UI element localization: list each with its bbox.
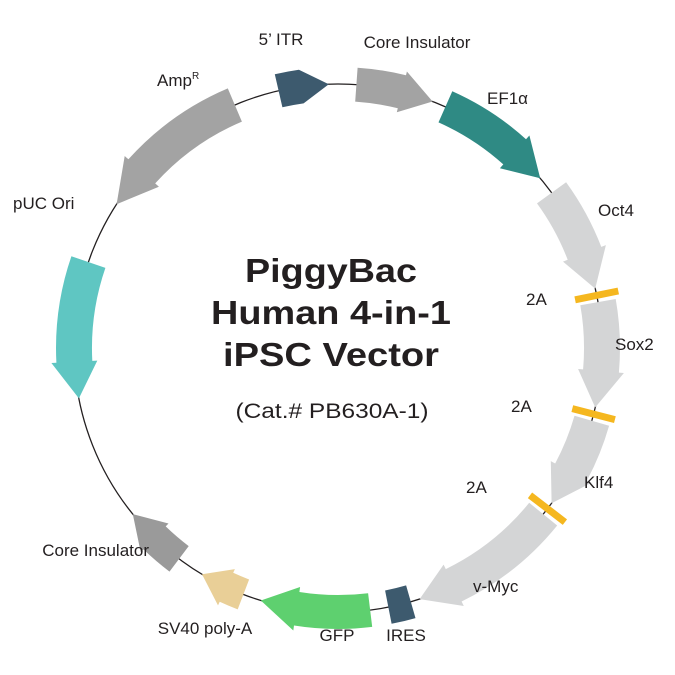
gfp-label: GFP	[320, 626, 355, 645]
sox2-feature-arrow	[578, 299, 624, 408]
itr-label: 5’ ITR	[259, 30, 304, 49]
vmyc-label: v-Myc	[473, 577, 519, 596]
amp-label-text: Amp	[157, 71, 192, 90]
core-insulator-bottom-label: Core Insulator	[42, 541, 149, 560]
gfp-feature-arrow	[260, 587, 373, 631]
klf4-feature-arrow	[550, 415, 610, 504]
2a-linker-mark-3	[527, 492, 568, 525]
features-layer	[51, 67, 624, 631]
amp-feature-arrow	[116, 88, 242, 205]
title-line-3: iPSC Vector	[223, 336, 439, 373]
title-line-2: Human 4-in-1	[211, 294, 451, 331]
catalog-number: (Cat.# PB630A-1)	[236, 400, 429, 423]
oct4-feature-arrow	[537, 182, 606, 289]
amp-label: AmpR	[157, 71, 199, 90]
vmyc-feature-arrow	[419, 502, 558, 606]
amp-superscript: R	[192, 71, 199, 82]
ef1a-label: EF1α	[487, 89, 528, 108]
sv40-feature-arrow	[202, 569, 250, 610]
ires-feature-arrow	[385, 585, 416, 624]
klf4-label: Klf4	[584, 473, 613, 492]
linker-label-2: 2A	[511, 397, 532, 416]
core-insulator-top-feature-arrow	[355, 67, 433, 113]
puc-ori-label: pUC Ori	[13, 194, 74, 213]
puc-ori-feature-arrow	[51, 256, 106, 399]
linker-label-1: 2A	[526, 290, 547, 309]
linker-label-3: 2A	[466, 478, 487, 497]
2a-linker-mark-2	[571, 405, 616, 423]
itr-feature-arrow	[274, 69, 329, 108]
2a-linker-mark-1	[574, 287, 619, 304]
title-line-1: PiggyBac	[245, 252, 417, 289]
linkers-layer	[527, 287, 619, 525]
core-insulator-bottom-feature-arrow	[132, 514, 189, 572]
ef1a-feature-arrow	[438, 91, 541, 179]
ires-label: IRES	[386, 626, 426, 645]
sv40-label: SV40 poly-A	[158, 619, 253, 638]
core-insulator-top-label: Core Insulator	[364, 33, 471, 52]
oct4-label: Oct4	[598, 201, 634, 220]
sox2-label: Sox2	[615, 335, 654, 354]
